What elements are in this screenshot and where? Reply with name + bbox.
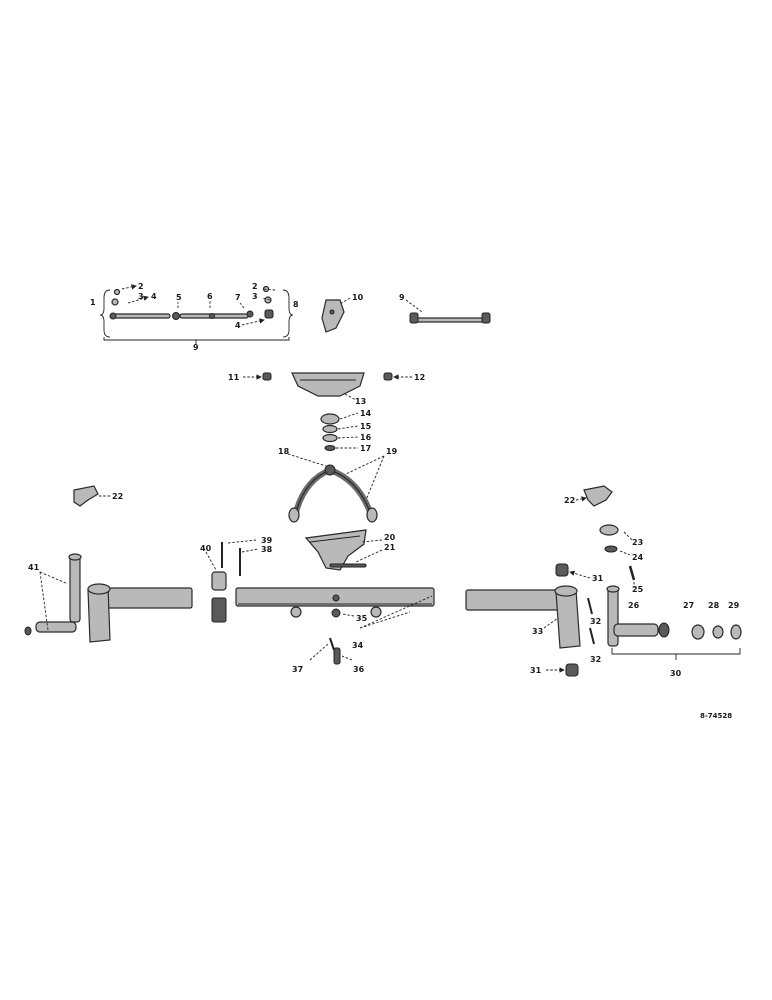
- label-22-right: 22: [564, 496, 575, 505]
- label-31-lower: 31: [530, 666, 542, 675]
- axle-main-beam: [235, 587, 435, 618]
- label-27: 27: [683, 601, 694, 610]
- figure-id: 8-74528: [700, 712, 732, 720]
- label-16: 16: [360, 433, 372, 442]
- label-3-left: 3: [138, 292, 144, 301]
- label-2-right: 2: [252, 282, 258, 291]
- spindle-left: [24, 553, 82, 636]
- steering-arm-left: [73, 485, 110, 507]
- label-9-group: 9: [193, 343, 199, 352]
- drag-link: [405, 299, 491, 324]
- label-33: 33: [532, 627, 543, 636]
- label-7: 7: [235, 293, 241, 302]
- label-39: 39: [261, 536, 273, 545]
- label-4-right: 4: [235, 321, 241, 330]
- label-14: 14: [360, 409, 372, 418]
- label-8: 8: [293, 300, 299, 309]
- label-41: 41: [28, 563, 40, 572]
- center-pivot-parts: [205, 539, 259, 623]
- label-13: 13: [355, 397, 366, 406]
- axle-extension-right: [465, 585, 581, 649]
- pivot-stack: [320, 412, 359, 451]
- label-2-left: 2: [138, 282, 144, 291]
- label-23: 23: [632, 538, 643, 547]
- label-38: 38: [261, 545, 273, 554]
- label-40: 40: [200, 544, 212, 553]
- part-labels: 1 2 3 4 5 6 7 2 3 8 4 9 10 9 11 12 13 14…: [28, 282, 740, 720]
- label-21: 21: [384, 543, 396, 552]
- right-axle-fasteners: [546, 563, 595, 677]
- center-fasteners: [309, 595, 433, 665]
- label-26: 26: [628, 601, 640, 610]
- label-3-right: 3: [252, 292, 258, 301]
- label-35: 35: [356, 614, 368, 623]
- label-12: 12: [414, 373, 425, 382]
- label-15: 15: [360, 422, 372, 431]
- axle-extension-left: [87, 583, 193, 643]
- label-19: 19: [386, 447, 398, 456]
- label-11: 11: [228, 373, 240, 382]
- label-25: 25: [632, 585, 644, 594]
- tie-rod-assembly: [99, 284, 294, 344]
- spindle-right: [606, 585, 742, 660]
- label-20: 20: [384, 533, 396, 542]
- label-37: 37: [292, 665, 303, 674]
- label-30: 30: [670, 669, 682, 678]
- label-18: 18: [278, 447, 290, 456]
- label-6: 6: [207, 292, 213, 301]
- label-34: 34: [352, 641, 364, 650]
- label-32-upper: 32: [590, 617, 601, 626]
- label-1: 1: [90, 298, 96, 307]
- label-28: 28: [708, 601, 720, 610]
- axle-support: [304, 529, 383, 571]
- label-24: 24: [632, 553, 644, 562]
- label-4-left: 4: [151, 292, 157, 301]
- upper-bracket-group: [243, 372, 412, 401]
- label-10: 10: [352, 293, 364, 302]
- steering-arm-right: [575, 485, 613, 507]
- label-32-lower: 32: [590, 655, 601, 664]
- label-5: 5: [176, 293, 182, 302]
- label-36: 36: [353, 665, 365, 674]
- label-31-upper: 31: [592, 574, 604, 583]
- right-kingpin-parts: [599, 524, 636, 588]
- steering-bracket: [321, 297, 351, 333]
- label-22-left: 22: [112, 492, 123, 501]
- label-9: 9: [399, 293, 405, 302]
- radius-rod: [287, 453, 385, 523]
- label-17: 17: [360, 444, 371, 453]
- label-29: 29: [728, 601, 740, 610]
